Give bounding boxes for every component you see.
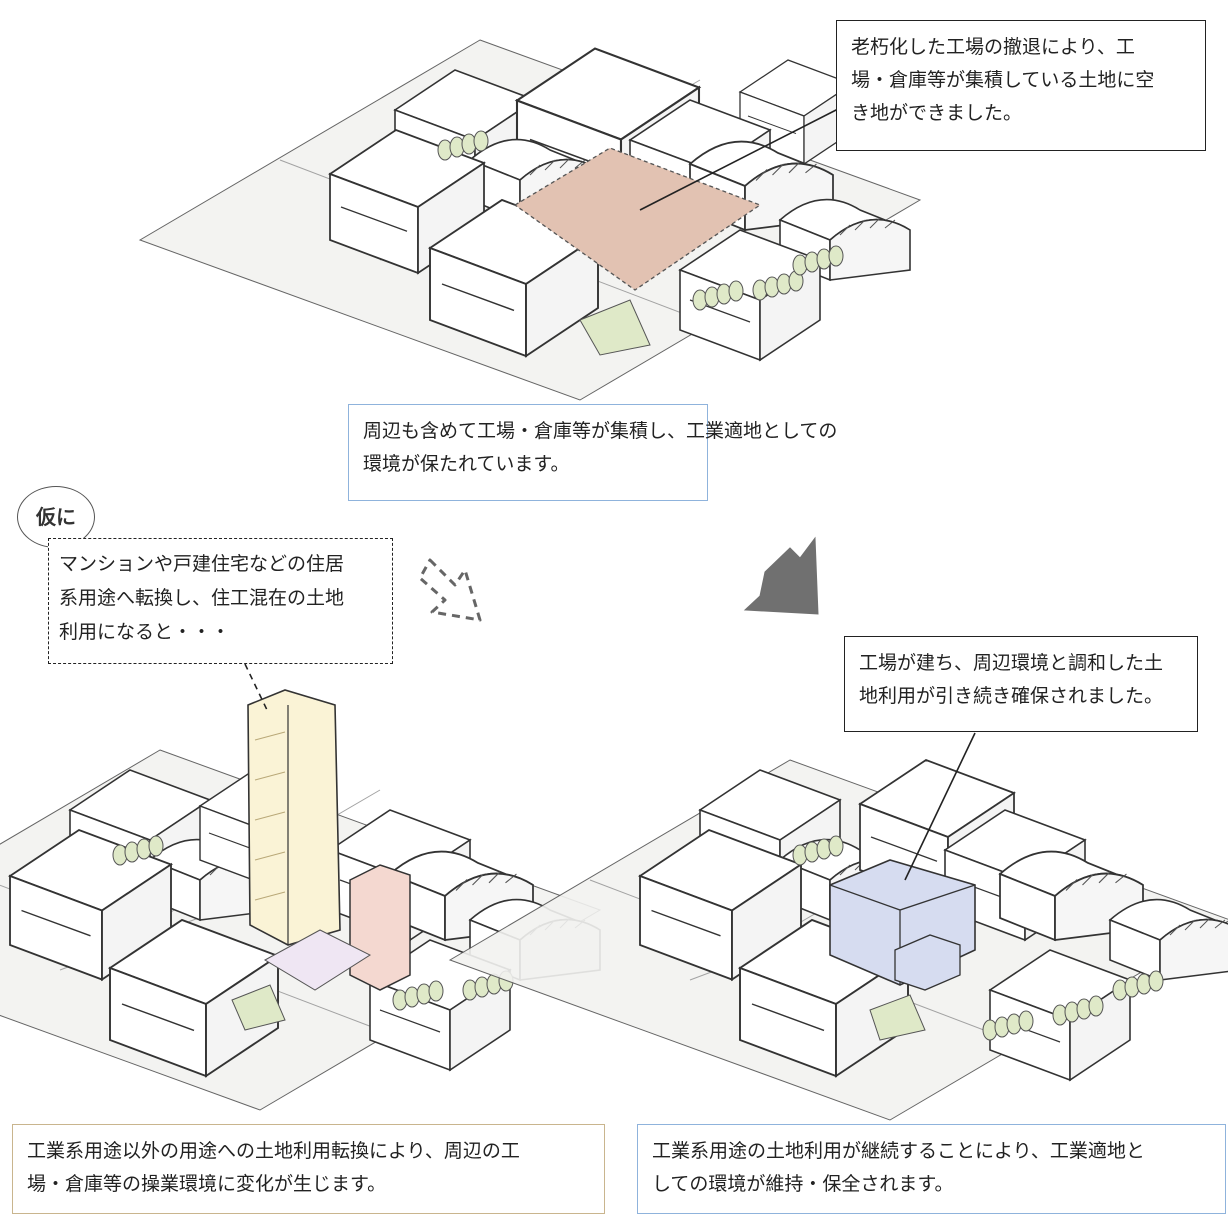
vacant-lot-callout: 老朽化した工場の撤退により、工 場・倉庫等が集積している土地に空 き地ができまし… [836,20,1206,151]
caption-line: 周辺も含めて工場・倉庫等が集積し、工業適地としての [363,420,838,442]
solid-arrow-icon [743,536,819,615]
callout-line: 老朽化した工場の撤退により、工 [851,36,1135,58]
callout-line: 場・倉庫等が集積している土地に空 [851,69,1155,91]
condo [349,864,411,991]
caption-line: 工業系用途の土地利用が継続することにより、工業適地と [652,1140,1145,1162]
park-greenery [579,299,651,356]
caption-line: 工業系用途以外の用途への土地利用転換により、周辺の工 [27,1140,520,1162]
residential-conversion-callout: マンションや戸建住宅などの住居 系用途へ転換し、住工混在の土地 利用になると・・… [48,538,393,664]
callout-line: 地利用が引き続き確保されました。 [859,685,1164,707]
callout-line: き地ができました。 [851,102,1023,124]
hypothetical-badge: 仮に [17,486,95,548]
caption-line: 環境が保たれています。 [363,453,570,475]
dashed-arrow-icon [418,558,482,622]
mixed-use-caption: 工業系用途以外の用途への土地利用転換により、周辺の工 場・倉庫等の操業環境に変化… [12,1124,605,1214]
callout-line: 系用途へ転換し、住工混在の土地 [59,587,345,609]
vacant-lot [513,147,762,291]
industrial-continuation-caption: 工業系用途の土地利用が継続することにより、工業適地と しての環境が維持・保全され… [637,1124,1226,1214]
mixed-use-scene [0,663,601,1111]
new-factory-callout: 工場が建ち、周辺環境と調和した土 地利用が引き続き確保されました。 [844,636,1198,732]
current-state-caption: 周辺も含めて工場・倉庫等が集積し、工業適地としての 環境が保たれています。 [348,404,838,501]
top-scene [139,39,921,401]
callout-line: 工場が建ち、周辺環境と調和した土 [859,652,1164,674]
continued-industrial-scene [449,732,1228,1121]
caption-line: 場・倉庫等の操業環境に変化が生じます。 [27,1173,387,1195]
tower [247,689,341,946]
callout-line: 利用になると・・・ [59,621,231,643]
caption-line: しての環境が維持・保全されます。 [652,1173,954,1195]
callout-line: マンションや戸建住宅などの住居 [59,553,345,575]
